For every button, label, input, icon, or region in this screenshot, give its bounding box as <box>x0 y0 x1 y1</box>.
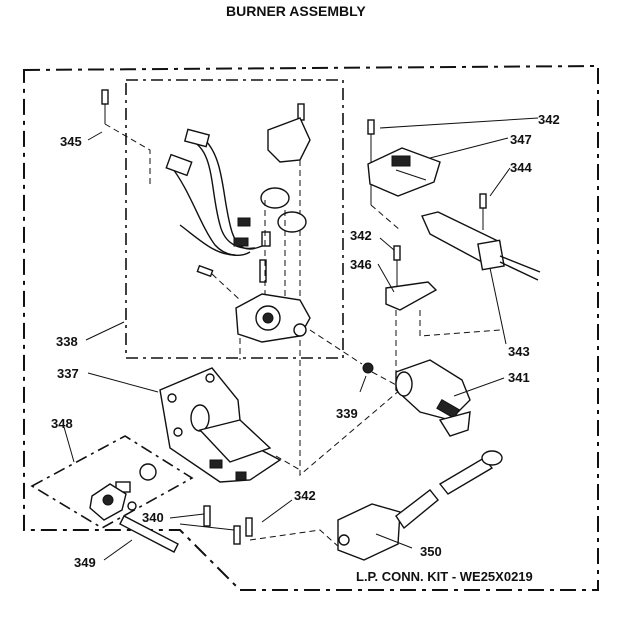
callout-344: 344 <box>510 160 532 175</box>
screw-342-middle <box>393 245 401 286</box>
lp-kit-350 <box>337 450 503 561</box>
lp-kit-label: L.P. CONN. KIT - WE25X0219 <box>356 569 533 584</box>
bracket-346 <box>385 281 501 372</box>
callout-346: 346 <box>350 257 372 272</box>
callout-348: 348 <box>51 416 73 431</box>
flame-sensor-343 <box>421 211 541 281</box>
diagram-title: BURNER ASSEMBLY <box>226 3 366 19</box>
callout-labels: 345 338 337 348 349 340 342 342 347 344 … <box>51 112 560 570</box>
screws-340 <box>203 505 241 545</box>
callout-349: 349 <box>74 555 96 570</box>
callout-342-middle: 342 <box>350 228 372 243</box>
igniter-341 <box>395 359 471 437</box>
callout-350: 350 <box>420 544 442 559</box>
callout-338: 338 <box>56 334 78 349</box>
callout-337: 337 <box>57 366 79 381</box>
callout-341: 341 <box>508 370 530 385</box>
callout-347: 347 <box>510 132 532 147</box>
cover-347 <box>367 147 441 197</box>
screw-344 <box>479 193 487 230</box>
callout-340: 340 <box>142 510 164 525</box>
callout-343: 343 <box>508 344 530 359</box>
screw-342-lower <box>245 517 341 549</box>
orifice-339 <box>362 362 399 387</box>
coil-kit-box <box>30 435 194 529</box>
callout-339: 339 <box>336 406 358 421</box>
bracket-337 <box>159 367 401 483</box>
callout-342-upper: 342 <box>538 112 560 127</box>
coil-kit-348 <box>89 463 157 521</box>
pin-349 <box>119 515 179 553</box>
outer-frame <box>23 64 599 591</box>
valve-subassembly-box <box>125 79 344 359</box>
gas-valve <box>165 103 363 390</box>
callout-345: 345 <box>60 134 82 149</box>
callout-342-lower: 342 <box>294 488 316 503</box>
screw-345 <box>101 89 151 185</box>
leader-lines <box>63 117 539 561</box>
